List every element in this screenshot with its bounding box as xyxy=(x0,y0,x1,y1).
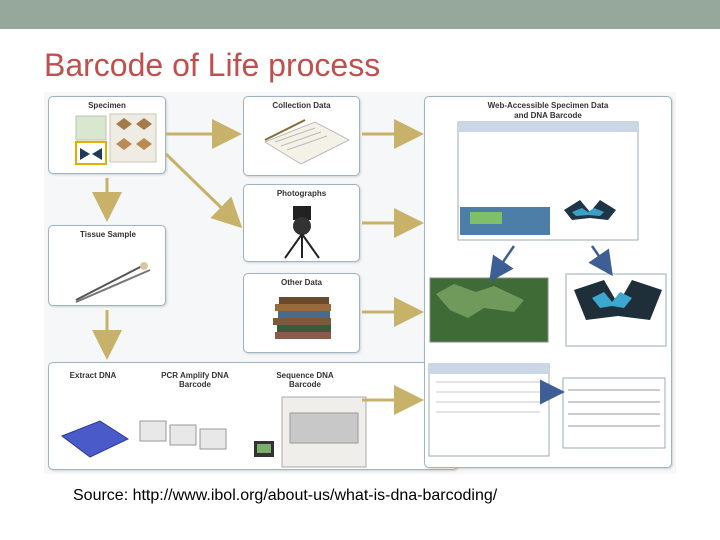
process-arrows xyxy=(92,119,613,415)
pcr-label: PCR Amplify DNA Barcode xyxy=(161,371,229,389)
specimen-label: Specimen xyxy=(88,101,126,110)
collection-data-image xyxy=(263,119,351,165)
photographs-panel: Photographs xyxy=(243,184,360,262)
lab-equipment-image xyxy=(60,396,367,468)
barcode-process-figure: Specimen Collection Data Photographs xyxy=(44,92,676,474)
web-title-line1: Web-Accessible Specimen Data xyxy=(487,101,609,110)
collection-data-label: Collection Data xyxy=(272,101,331,110)
slide-title: Barcode of Life process xyxy=(44,47,381,83)
photographs-label: Photographs xyxy=(276,189,327,198)
arrow-web-to-butterfly xyxy=(588,245,613,277)
arrow-specimen-to-photographs xyxy=(164,152,243,229)
other-data-panel: Other Data xyxy=(243,273,360,353)
web-content-image xyxy=(428,121,667,457)
camera-image xyxy=(284,206,320,259)
tissue-sample-label: Tissue Sample xyxy=(80,230,136,239)
forceps-image xyxy=(75,262,151,303)
books-image xyxy=(273,297,331,339)
specimen-image xyxy=(75,113,157,165)
lab-panel: Extract DNA PCR Amplify DNA Barcode Sequ… xyxy=(48,362,458,470)
source-caption: Source: http://www.ibol.org/about-us/wha… xyxy=(73,487,498,504)
specimen-panel: Specimen xyxy=(48,96,166,174)
web-title-line2: and DNA Barcode xyxy=(514,111,582,120)
sequence-label: Sequence DNA Barcode xyxy=(276,371,334,389)
collection-data-panel: Collection Data xyxy=(243,96,360,176)
arrow-web-to-map xyxy=(489,245,516,283)
other-data-label: Other Data xyxy=(281,278,322,287)
top-bar xyxy=(0,0,720,29)
tissue-sample-panel: Tissue Sample xyxy=(48,225,166,306)
extract-dna-label: Extract DNA xyxy=(69,371,117,380)
